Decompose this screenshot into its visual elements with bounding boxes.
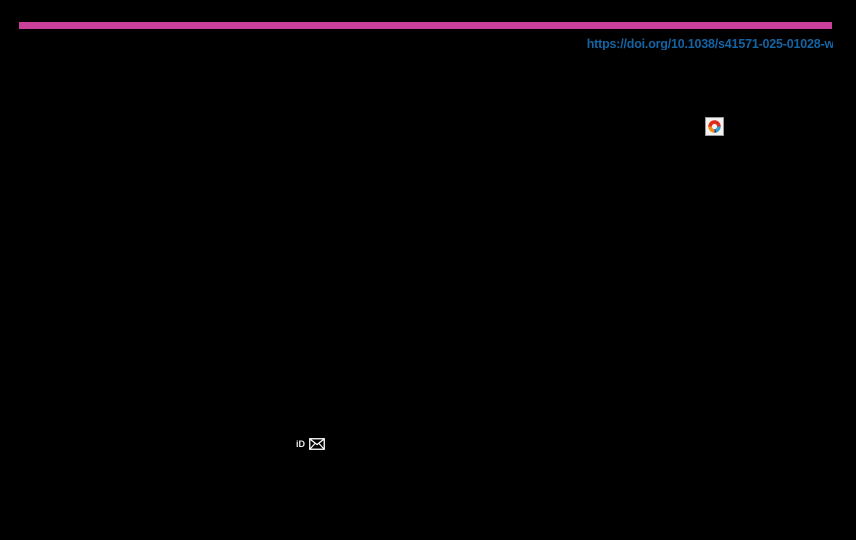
check-for-updates-badge[interactable]	[705, 117, 724, 136]
journal-rule	[19, 22, 832, 29]
doi-line: https://doi.org/10.1038/s41571-025-01028…	[533, 35, 833, 50]
orcid-id-icon[interactable]: iD	[296, 438, 305, 449]
crossmark-icon	[708, 120, 721, 133]
envelope-icon	[309, 438, 325, 450]
author-marks: iD	[296, 436, 325, 452]
doi-link[interactable]: https://doi.org/10.1038/s41571-025-01028…	[586, 37, 833, 50]
email-icon[interactable]	[309, 438, 325, 450]
